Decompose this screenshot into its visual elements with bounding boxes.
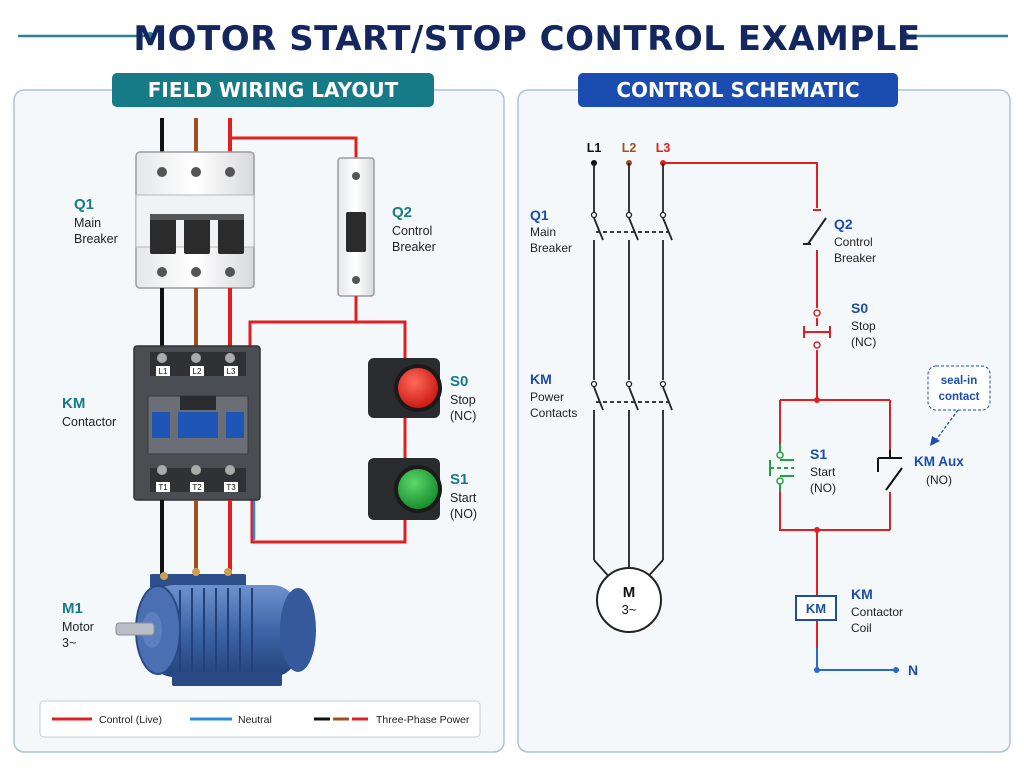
sch-s0-tag: S0 — [851, 300, 868, 316]
wiring-legend: Control (Live) Neutral Three-Phase Power — [39, 700, 481, 738]
s1-tag: S1 — [450, 471, 468, 488]
field-wiring-header — [112, 73, 434, 107]
sch-q2-label-1: Control — [834, 235, 873, 249]
q2-label-1: Control — [392, 224, 432, 238]
sch-km-power-label-1: Power — [530, 390, 564, 404]
s1-label-2: (NO) — [450, 507, 477, 521]
sch-coil-tag: KM — [851, 586, 873, 602]
motor-symbol-3ph: 3~ — [622, 602, 637, 617]
q2-control-breaker — [337, 157, 375, 297]
phase-l3-label: L3 — [656, 141, 671, 155]
power-circuit — [593, 163, 673, 633]
km-contactor: L1 L2 L3 T1 T2 T3 — [133, 345, 261, 501]
s1-start-button — [368, 458, 442, 520]
sch-km-aux-label: (NO) — [926, 473, 952, 487]
control-schematic-panel: CONTROL SCHEMATIC L1 L2 L3 M 3~ Q1 Main — [517, 73, 1011, 753]
title-bar: MOTOR START/STOP CONTROL EXAMPLE — [18, 19, 1008, 59]
seal-in-text-1: seal-in — [941, 375, 977, 387]
q1-main-breaker — [135, 151, 255, 289]
seal-in-callout: seal-in contact — [927, 365, 991, 446]
q2-label-2: Breaker — [392, 240, 436, 254]
phase-l2-label: L2 — [622, 141, 637, 155]
km-terminal-l2: L2 — [193, 367, 202, 376]
s0-tag: S0 — [450, 373, 468, 390]
sch-km-power-tag: KM — [530, 371, 552, 387]
sch-km-power-label-2: Contacts — [530, 406, 577, 420]
q1-label-1: Main — [74, 216, 101, 230]
sch-s1-label-1: Start — [810, 465, 836, 479]
m1-motor — [115, 568, 316, 686]
m1-label-2: 3~ — [62, 636, 76, 650]
s0-label-2: (NC) — [450, 409, 476, 423]
legend-neutral: Neutral — [238, 714, 272, 726]
field-wiring-panel: FIELD WIRING LAYOUT Q1 Main Breaker — [13, 73, 505, 753]
sch-s1-symbol — [769, 444, 794, 492]
s0-label-1: Stop — [450, 393, 476, 407]
sch-q1-tag: Q1 — [530, 207, 549, 223]
sch-km-aux-tag: KM Aux — [914, 454, 964, 469]
sch-q1-label-1: Main — [530, 225, 556, 239]
sch-s1-tag: S1 — [810, 446, 827, 462]
q1-tag: Q1 — [74, 196, 94, 213]
legend-three-phase: Three-Phase Power — [376, 714, 470, 726]
control-schematic-header-text: CONTROL SCHEMATIC — [616, 78, 859, 102]
sch-q2-label-2: Breaker — [834, 251, 876, 265]
sch-q1-label-2: Breaker — [530, 241, 572, 255]
page-title: MOTOR START/STOP CONTROL EXAMPLE — [133, 19, 920, 59]
km-coil-box-text: KM — [806, 601, 826, 616]
km-terminal-t2: T2 — [192, 483, 202, 492]
sch-s0-label-2: (NC) — [851, 335, 876, 349]
km-tag: KM — [62, 395, 85, 412]
legend-control: Control (Live) — [99, 714, 162, 726]
km-coil-box — [795, 595, 837, 621]
sch-q2-tag: Q2 — [834, 216, 853, 232]
seal-in-text-2: contact — [939, 391, 980, 403]
control-circuit — [663, 162, 891, 648]
phase-l1-label: L1 — [587, 141, 602, 155]
sch-s1-label-2: (NO) — [810, 481, 836, 495]
control-schematic-header — [578, 73, 898, 107]
sch-coil-label-1: Contactor — [851, 605, 903, 619]
sch-km-aux-symbol — [877, 450, 903, 491]
km-terminal-t3: T3 — [226, 483, 236, 492]
km-terminal-l3: L3 — [227, 367, 236, 376]
s1-label-1: Start — [450, 491, 477, 505]
km-label-1: Contactor — [62, 415, 116, 429]
s0-stop-button — [368, 358, 442, 418]
km-terminal-t1: T1 — [158, 483, 168, 492]
km-terminal-l1: L1 — [159, 367, 168, 376]
q1-label-2: Breaker — [74, 232, 118, 246]
m1-tag: M1 — [62, 600, 83, 617]
motor-symbol-m: M — [623, 584, 636, 601]
m1-label-1: Motor — [62, 620, 94, 634]
neutral-label: N — [908, 662, 918, 678]
sch-coil-label-2: Coil — [851, 621, 872, 635]
sch-s0-label-1: Stop — [851, 319, 876, 333]
q2-tag: Q2 — [392, 204, 412, 221]
field-wiring-header-text: FIELD WIRING LAYOUT — [148, 78, 399, 102]
